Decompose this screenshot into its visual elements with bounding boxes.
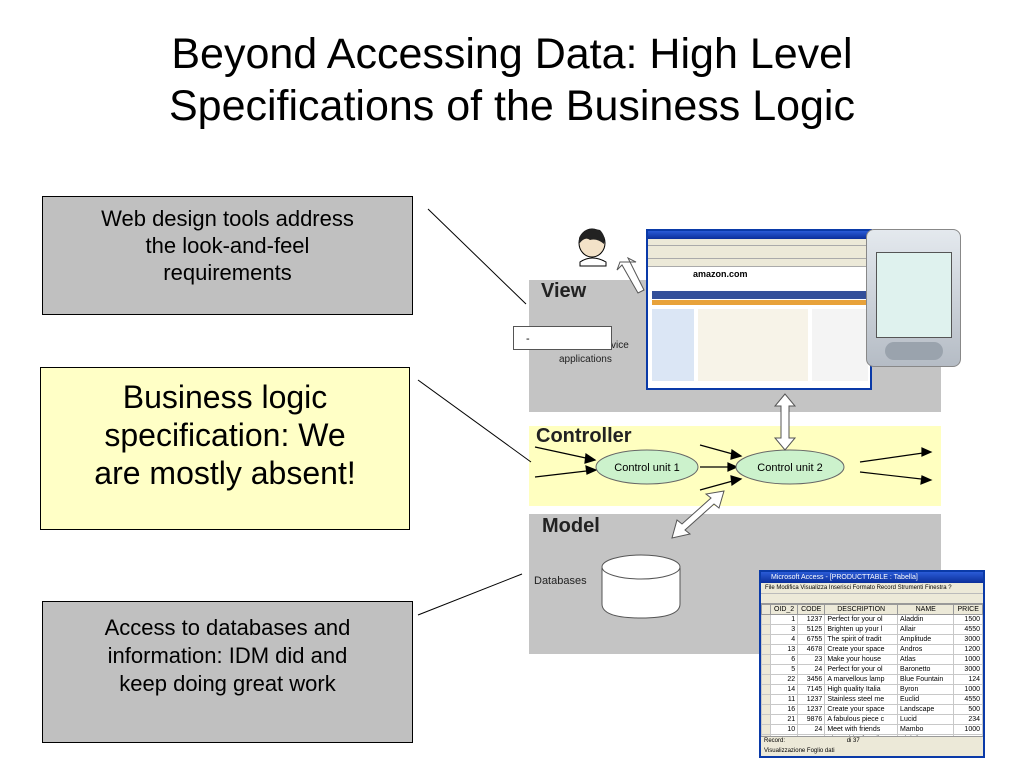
record-label: Record: [764,738,786,744]
connector-line [417,573,523,616]
callout-line: information: IDM did and [107,643,348,668]
pda-device [866,229,961,367]
callout-line: Access to databases and [104,615,351,640]
access-toolbar [761,594,983,604]
view-applications-text: applications [559,354,612,365]
slide-title: Beyond Accessing Data: High Level Specif… [0,28,1024,132]
callout-line: Business logic [122,379,328,415]
user-icon [578,228,607,267]
connector-line [427,208,527,305]
data-access-callout: Access to databases and information: IDM… [42,601,413,743]
databases-label: Databases [534,575,587,587]
browser-brand: amazon.com [693,269,748,279]
access-title: Microsoft Access - [PRODUCTTABLE : Tabel… [761,572,983,583]
browser-screenshot: amazon.com [646,229,872,390]
controller-model-arrow [671,490,725,539]
control-unit-2-label: Control unit 2 [757,462,822,474]
callout-line: specification: We [104,417,346,453]
callout-line: are mostly absent! [94,455,356,491]
model-label: Model [542,515,600,537]
view-controller-arrow [773,393,797,451]
title-line-1: Beyond Accessing Data: High Level [171,30,853,78]
callout-line: requirements [163,260,292,285]
control-unit-1: Control unit 1 [595,449,699,485]
connector-line [417,379,532,463]
view-label: View [541,280,587,302]
dash-box: - [513,326,612,350]
access-menu: File Modifica Visualizza Inserisci Forma… [761,583,983,594]
view-device-text: vice [611,340,629,351]
title-line-2: Specifications of the Business Logic [168,82,855,130]
view-user-arrow [616,256,645,294]
web-design-callout: Web design tools address the look-and-fe… [42,196,413,315]
control-unit-2: Control unit 2 [735,449,845,485]
callout-line: keep doing great work [119,671,336,696]
access-window: Microsoft Access - [PRODUCTTABLE : Tabel… [759,570,985,758]
record-total: di 37 [846,738,860,744]
record-navigator: Record: di 37 [761,736,983,746]
database-cylinder [601,554,681,619]
callout-line: the look-and-feel [145,233,310,258]
controller-label: Controller [536,425,632,447]
access-status: Visualizzazione Foglio dati [761,746,983,756]
control-unit-1-label: Control unit 1 [614,462,679,474]
callout-line: Web design tools address [101,206,354,231]
controller-arrows [534,444,933,491]
business-logic-callout: Business logic specification: We are mos… [40,367,410,530]
